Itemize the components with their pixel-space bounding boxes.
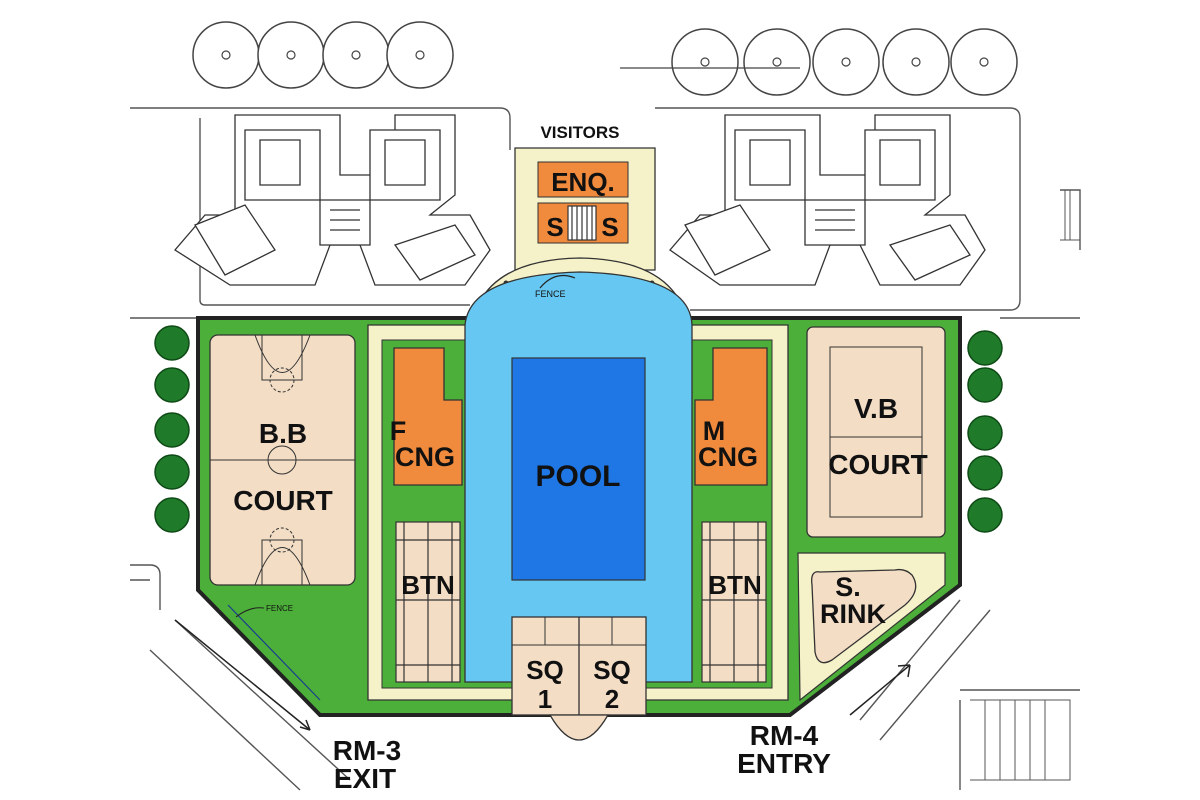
bb-court-label-1: B.B	[259, 418, 307, 449]
apartment-block-left	[174, 114, 491, 286]
top-left-trees	[192, 21, 454, 89]
btn-left-label: BTN	[401, 570, 454, 600]
left-side-trees	[154, 325, 190, 533]
fence-top-label: FENCE	[535, 289, 566, 299]
sq1-label-1: SQ	[526, 655, 564, 685]
exit-arrow-icon	[174, 619, 311, 731]
top-left-tree-centers	[221, 50, 425, 60]
m-cng-label-1: M	[703, 416, 726, 446]
sq1-label-2: 1	[538, 684, 552, 714]
badminton-court-left	[395, 521, 461, 683]
fence-left-label: FENCE	[266, 604, 293, 613]
volleyball-court	[806, 326, 946, 538]
btn-right-label: BTN	[708, 570, 761, 600]
f-cng-label-1: F	[390, 416, 407, 446]
m-cng-label-2: CNG	[698, 442, 758, 472]
vb-court-label-1: V.B	[854, 393, 898, 424]
enquiry-label: ENQ.	[551, 167, 615, 197]
entry-arrow-icon	[849, 664, 911, 716]
visitors-label: VISITORS	[540, 123, 619, 142]
enquiry-block	[537, 161, 629, 198]
parking-stubs	[970, 189, 1081, 781]
sq2-label-2: 2	[605, 684, 619, 714]
pool-deep-area	[511, 357, 646, 581]
rm3-label-2: EXIT	[334, 763, 396, 794]
bb-court-label-2: COURT	[233, 485, 333, 516]
s-rink-label-1: S.	[835, 572, 861, 602]
top-right-tree-centers	[700, 57, 989, 67]
s-rink-label-2: RINK	[820, 599, 886, 629]
basketball-court	[209, 334, 356, 586]
right-side-trees	[967, 330, 1003, 533]
f-cng-label-2: CNG	[395, 442, 455, 472]
ss-right-label: S	[601, 212, 618, 242]
rm3-label-1: RM-3	[333, 735, 401, 766]
rm4-label-1: RM-4	[750, 720, 819, 751]
male-changing-room	[694, 347, 768, 486]
apartment-block-right	[669, 114, 986, 286]
fence-top-arc	[539, 275, 576, 289]
fence-left-line	[227, 604, 321, 701]
badminton-court-right	[701, 521, 767, 683]
fence-left-pointer	[235, 607, 265, 618]
ss-stair-icon	[567, 205, 597, 241]
ss-left-label: S	[546, 212, 563, 242]
pool-label: POOL	[535, 460, 620, 493]
female-changing-room	[393, 347, 463, 486]
skating-rink-zone	[797, 552, 946, 702]
top-right-trees	[671, 28, 1018, 96]
squash-entry-arc	[548, 714, 610, 741]
road-lines	[130, 107, 1081, 791]
vb-court-label-2: COURT	[828, 449, 928, 480]
sq2-label-1: SQ	[593, 655, 631, 685]
rm4-label-2: ENTRY	[737, 748, 831, 779]
